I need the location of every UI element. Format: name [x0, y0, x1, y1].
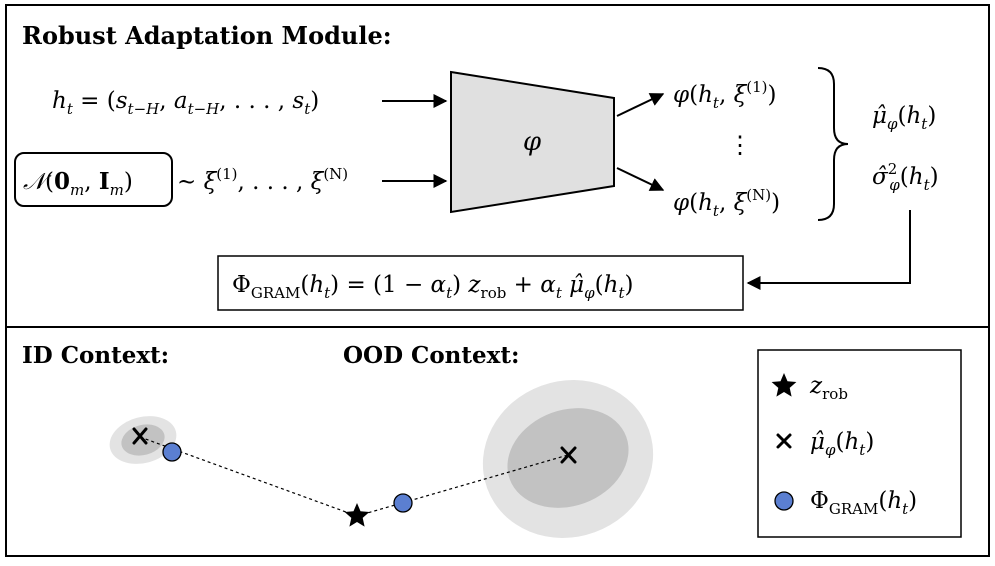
- output-first-label: φ(ht, ξ(1)): [673, 78, 776, 112]
- z-rob-star: [344, 503, 370, 527]
- noise-dist-box: [14, 152, 173, 207]
- module-title: Robust Adaptation Module:: [22, 21, 392, 50]
- aggregation-brace: [817, 67, 849, 221]
- output-arrow-last: [616, 167, 665, 191]
- noise-dist-label: 𝒩(0m, Im): [23, 168, 133, 199]
- legend-z-rob-label: zrob: [809, 373, 848, 403]
- legend-cross-icon: [776, 433, 792, 449]
- output-arrow-first: [616, 93, 665, 117]
- id-context-title: ID Context:: [22, 342, 169, 369]
- ood-context-title: OOD Context:: [343, 342, 519, 369]
- formula-box: [217, 255, 744, 311]
- output-last-label: φ(ht, ξ(N)): [673, 186, 780, 220]
- noise-samples-label: ∼ ξ(1), . . . , ξ(N): [177, 165, 348, 195]
- ood-gram-point: [393, 493, 413, 513]
- network-phi-label: φ: [523, 127, 542, 157]
- ood-interp-line: [356, 454, 569, 517]
- legend-circle-icon: [774, 491, 794, 511]
- feedback-arrow: [746, 210, 911, 290]
- mean-label: μ̂φ(ht): [872, 103, 936, 133]
- id-mean-cross: [132, 427, 148, 445]
- network-phi-block: [450, 70, 615, 214]
- input-history-label: ht = (st−H, at−H, . . . , st): [52, 88, 319, 118]
- id-gram-point: [162, 442, 182, 462]
- gram-formula: ΦGRAM(ht) = (1 − αt) zrob + αt μ̂φ(ht): [232, 272, 633, 302]
- ood-mean-cross: [560, 446, 577, 464]
- output-ellipsis: ⋮: [728, 131, 752, 159]
- legend-mu-label: μ̂φ(ht): [810, 429, 874, 459]
- legend-star-icon: [771, 373, 797, 397]
- outer-frame: [5, 4, 990, 557]
- legend-gram-label: ΦGRAM(ht): [810, 488, 917, 518]
- ood-inner-ellipse: [507, 408, 629, 508]
